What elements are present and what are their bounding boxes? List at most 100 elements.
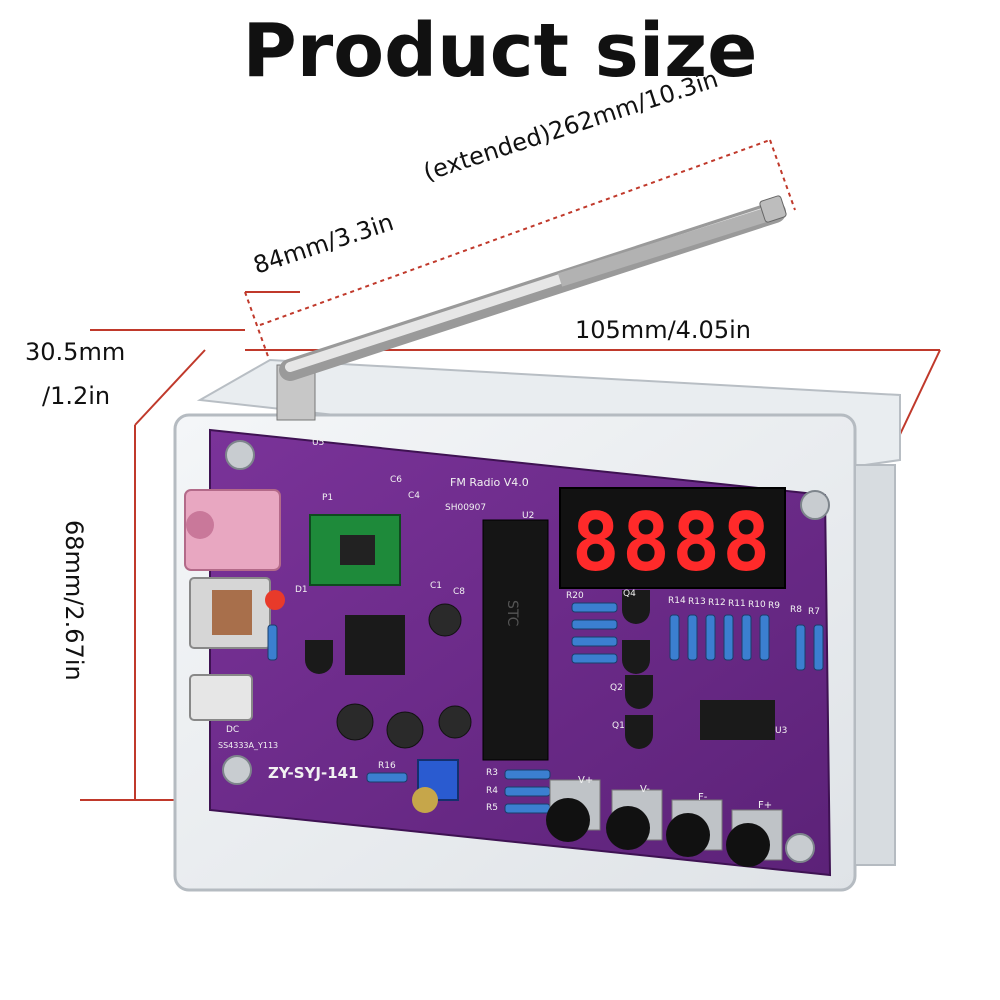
resistor-array [669,614,824,671]
label-r9: R9 [768,601,780,611]
label-p1: P1 [322,493,333,503]
resistor [504,803,551,814]
screws [222,440,830,863]
resistor [571,653,618,664]
case-side [854,464,896,866]
length-label: 105mm/4.05in [575,316,751,344]
serial-label: SH00907 [445,503,486,513]
height-label: 68mm/2.67in [60,520,88,681]
label-c1: C1 [430,581,442,591]
label-r16: R16 [378,761,396,771]
resistor [571,619,618,630]
label-r12: R12 [708,598,726,608]
button-label-f-minus: F- [698,792,708,803]
button-f-minus [666,813,710,857]
transistor [622,640,650,674]
resistor [669,614,680,661]
resistor [504,769,551,780]
audio-jack [184,489,281,571]
label-d1: D1 [295,585,308,595]
screw-bottom-right [785,833,815,863]
capacitor-1 [336,703,374,741]
resistor [741,614,752,661]
fm-module-chip [340,535,375,565]
button-label-v-plus: V+ [578,775,593,786]
label-u5: U5 [312,438,324,448]
label-u3: U3 [775,726,787,736]
label-r7: R7 [808,607,820,617]
button-v-plus [546,798,590,842]
radio-label: FM Radio V4.0 [450,476,529,489]
label-r8: R8 [790,605,802,615]
mcu-label: STC [504,600,520,627]
label-r11: R11 [728,599,746,609]
screw-top-right [800,490,830,520]
depth-inch-label: /1.2in [42,382,111,410]
seven-segment-display [559,487,786,589]
antenna-extended-line [259,139,771,326]
transistor-q4 [622,590,650,624]
screw-top-left [225,440,255,470]
antenna-tip [759,195,787,223]
resistor [759,614,770,661]
resistor [571,602,618,613]
page-title: Product size [242,8,758,94]
label-u2: U2 [522,511,534,521]
silkscreen: FM Radio V4.0 SH00907 ZY-SYJ-141 SS4333A… [218,438,820,813]
resistor [795,624,806,671]
button-f-plus [726,823,770,867]
depth-value-label: 30.5mm [25,338,126,366]
potentiometer-knob [412,787,438,813]
label-r3: R3 [486,768,498,778]
capacitors [336,603,472,749]
label-r4: R4 [486,786,498,796]
label-q1: Q1 [612,721,625,731]
power-switch-slider [212,590,252,635]
chip-part-label: SS4333A_Y113 [218,741,278,750]
control-buttons [546,779,783,867]
capacitor-2 [386,711,424,749]
antenna-rod-mid [557,205,778,287]
telescopic-antenna [276,195,787,421]
audio-jack-port [186,511,214,539]
transistor-q2 [625,675,653,709]
resistor [267,624,278,661]
label-r14: R14 [668,596,686,606]
label-r20: R20 [566,591,584,601]
transistor [305,640,333,674]
usb-port [189,674,253,721]
display-digits: 8888 [572,496,773,589]
main-mcu [482,519,549,761]
label-r13: R13 [688,597,706,607]
transistor-q1 [625,715,653,749]
model-label: ZY-SYJ-141 [268,764,359,782]
resistor [723,614,734,661]
amplifier-ic [345,615,405,675]
capacitor-3 [438,705,472,739]
resistor [571,636,618,647]
resistors [267,602,618,814]
label-q4: Q4 [623,589,636,599]
length-right-drop [894,349,941,446]
resistor [366,772,408,783]
label-q2: Q2 [610,683,623,693]
led-d1 [265,590,285,610]
u3-ic [700,700,775,740]
label-c6: C6 [390,475,402,485]
screw-bottom-left [222,755,252,785]
resistor [504,786,551,797]
button-label-v-minus: V- [640,784,650,795]
label-dc: DC [226,725,239,735]
label-r10: R10 [748,600,766,610]
label-r5: R5 [486,803,498,813]
depth-line [134,349,206,426]
transistors [305,590,653,749]
button-v-minus [606,806,650,850]
resistor [705,614,716,661]
capacitor-c8 [428,603,462,637]
label-c4: C4 [408,491,420,501]
label-c8: C8 [453,587,465,597]
button-label-f-plus: F+ [758,800,772,811]
antenna-base-line [244,291,271,363]
